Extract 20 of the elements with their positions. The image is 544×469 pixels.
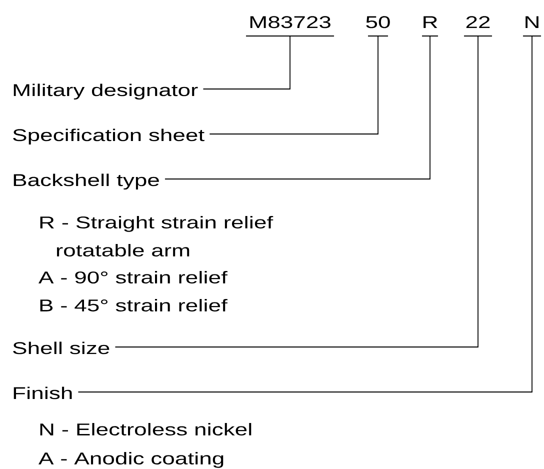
option-text: A - 90° strain relief <box>38 271 228 284</box>
option-text: R - Straight strain relief rotatable arm <box>40 216 274 256</box>
field-label: Finish <box>14 386 72 400</box>
leader-line <box>164 36 430 180</box>
field-label: Military designator <box>14 84 198 100</box>
leader-line <box>209 36 378 134</box>
field-label: Backshell type <box>14 174 159 190</box>
part-code: M83723 <box>246 16 334 36</box>
leader-line <box>78 36 532 392</box>
part-code: N <box>522 16 542 36</box>
field-label: Shell size <box>13 342 110 354</box>
leader-line <box>114 36 478 348</box>
part-code: R <box>422 16 438 36</box>
option-text: A - Anodic coating <box>38 452 224 468</box>
leader-line <box>202 36 290 90</box>
part-code: 50 <box>366 16 390 36</box>
option-text: B - 45° strain relief <box>40 299 228 312</box>
part-code: 22 <box>464 16 492 36</box>
field-label: Specification sheet <box>13 128 204 145</box>
option-text: N - Electroless nickel <box>40 423 252 436</box>
